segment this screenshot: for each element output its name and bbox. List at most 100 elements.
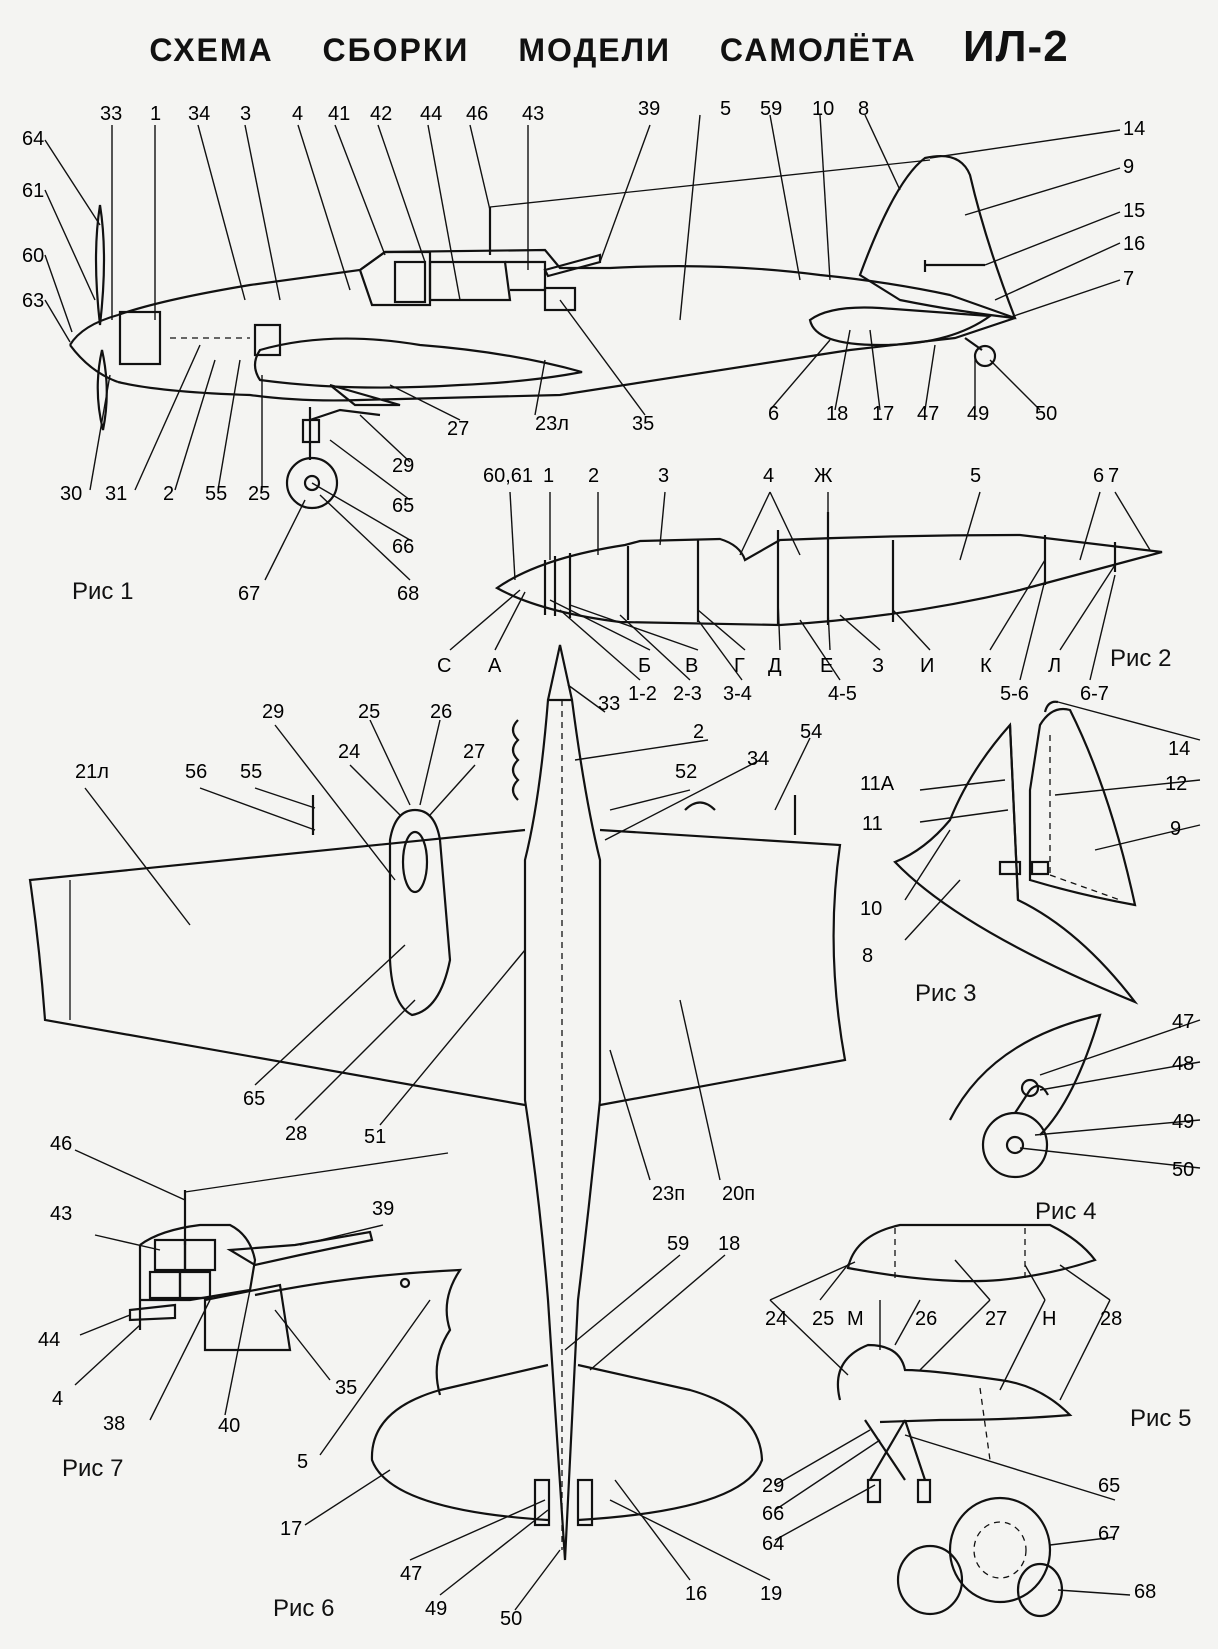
- title-line1: СХЕМА СБОРКИ МОДЕЛИ САМОЛЁТА: [149, 32, 917, 68]
- fig6-callout-15: 51: [364, 1126, 386, 1148]
- fig6-callout-4: 25: [358, 701, 380, 723]
- fig6-callout-7: 27: [463, 741, 485, 763]
- fig1-callout-28: 25: [248, 483, 270, 505]
- fig1-callout-29: 27: [447, 418, 469, 440]
- fig1-callout-3: 3: [240, 103, 251, 125]
- fig2-callout-6: 5: [970, 465, 981, 487]
- fig3-callout-0: 14: [1168, 738, 1190, 760]
- fig1-callout-25: 31: [105, 483, 127, 505]
- fig5-landing-gear: [836, 1223, 1097, 1618]
- fig6-callout-17: 20п: [722, 1183, 755, 1205]
- fig1-callout-26: 2: [163, 483, 174, 505]
- fig2-callout-5: Ж: [814, 465, 833, 487]
- fig2-callout-16: З: [872, 655, 884, 677]
- fig2-callout-15: Е: [820, 655, 833, 677]
- fig5-callout-4: 27: [985, 1308, 1007, 1330]
- fig2-callout-17: И: [920, 655, 934, 677]
- fig4-callout-0: 47: [1172, 1011, 1194, 1033]
- fig6-callout-16: 23п: [652, 1183, 685, 1205]
- fig7-label: Рис 7: [62, 1455, 124, 1482]
- sheet-title: СХЕМА СБОРКИ МОДЕЛИ САМОЛЁТА ИЛ-2: [0, 22, 1218, 72]
- fig1-callout-34: 66: [392, 536, 414, 558]
- fig2-callout-3: 3: [658, 465, 669, 487]
- fig5-callout-10: 65: [1098, 1475, 1120, 1497]
- fig2-callout-21: 2-3: [673, 683, 702, 705]
- fig6-callout-18: 59: [667, 1233, 689, 1255]
- fig6-callout-10: 52: [675, 761, 697, 783]
- fig3-callout-4: 9: [1170, 818, 1181, 840]
- fig7-callout-5: 38: [103, 1413, 125, 1435]
- fig1-callout-21: 61: [22, 180, 44, 202]
- fig1-callout-32: 29: [392, 455, 414, 477]
- fig5-callout-0: 24: [765, 1308, 787, 1330]
- fig5-callout-3: 26: [915, 1308, 937, 1330]
- fig1-callout-9: 43: [522, 103, 544, 125]
- fig6-callout-5: 26: [430, 701, 452, 723]
- fig1-callout-31: 35: [632, 413, 654, 435]
- fig4-label: Рис 4: [1035, 1198, 1097, 1225]
- fig6-label: Рис 6: [273, 1595, 335, 1622]
- fig2-callout-12: В: [685, 655, 698, 677]
- fig5-label: Рис 5: [1130, 1405, 1192, 1432]
- fig1-callout-5: 41: [328, 103, 350, 125]
- fig1-callout-7: 44: [420, 103, 442, 125]
- fig2-callout-14: Д: [768, 655, 782, 677]
- fig5-callout-1: 25: [812, 1308, 834, 1330]
- fig1-callout-38: 18: [826, 403, 848, 425]
- fig1-callout-12: 59: [760, 98, 782, 120]
- fig1-callout-22: 60: [22, 245, 44, 267]
- fig1-callout-19: 7: [1123, 268, 1134, 290]
- fig7-callout-4: 4: [52, 1388, 63, 1410]
- fig7-canopy-detail: [128, 1152, 463, 1396]
- fig6-callout-21: 47: [400, 1563, 422, 1585]
- fig1-callout-40: 47: [917, 403, 939, 425]
- fig1-callout-24: 30: [60, 483, 82, 505]
- fig1-callout-23: 63: [22, 290, 44, 312]
- fig2-fuselage-sections: [494, 512, 1163, 627]
- fig4-callout-3: 50: [1172, 1159, 1194, 1181]
- fig6-callout-13: 65: [243, 1088, 265, 1110]
- fig1-callout-33: 65: [392, 495, 414, 517]
- fig1-callout-30: 23л: [535, 413, 569, 435]
- fig6-callout-9: 2: [693, 721, 704, 743]
- fig1-callout-37: 6: [768, 403, 779, 425]
- fig4-tail-wheel: [949, 1013, 1102, 1179]
- fig2-callout-19: Л: [1048, 655, 1061, 677]
- fig5-callout-2: М: [847, 1308, 864, 1330]
- fig2-callout-8: 7: [1108, 465, 1119, 487]
- fig1-label: Рис 1: [72, 578, 134, 605]
- fig1-callout-39: 17: [872, 403, 894, 425]
- fig1-callout-20: 64: [22, 128, 44, 150]
- fig7-callout-8: 5: [297, 1451, 308, 1473]
- fig6-top-view: [28, 644, 847, 1561]
- fig2-callout-18: К: [980, 655, 992, 677]
- fig7-callout-3: 44: [38, 1329, 60, 1351]
- fig1-callout-18: 16: [1123, 233, 1145, 255]
- fig6-callout-8: 33: [598, 693, 620, 715]
- fig3-fin-assembly: [893, 700, 1139, 1005]
- fig6-callout-11: 34: [747, 748, 769, 770]
- fig3-callout-2: 11А: [860, 773, 895, 795]
- fig5-callout-12: 68: [1134, 1581, 1156, 1603]
- fig6-callout-0: 21л: [75, 761, 109, 783]
- fig5-callout-7: 29: [762, 1475, 784, 1497]
- fig2-callout-23: 4-5: [828, 683, 857, 705]
- fig7-callout-7: 35: [335, 1377, 357, 1399]
- fig2-callout-24: 5-6: [1000, 683, 1029, 705]
- fig5-callout-11: 67: [1098, 1523, 1120, 1545]
- fig3-label: Рис 3: [915, 980, 977, 1007]
- fig7-callout-0: 46: [50, 1133, 72, 1155]
- fig2-callout-0: 60,61: [483, 465, 533, 487]
- fig6-callout-24: 16: [685, 1583, 707, 1605]
- fig6-callout-22: 49: [425, 1598, 447, 1620]
- fig2-callout-11: Б: [638, 655, 651, 677]
- fig5-callout-8: 66: [762, 1503, 784, 1525]
- fig1-callout-8: 46: [466, 103, 488, 125]
- fig6-callout-3: 29: [262, 701, 284, 723]
- fig1-callout-35: 67: [238, 583, 260, 605]
- fig1-callout-14: 8: [858, 98, 869, 120]
- fig2-callout-9: С: [437, 655, 451, 677]
- fig2-callout-13: Г: [734, 655, 745, 677]
